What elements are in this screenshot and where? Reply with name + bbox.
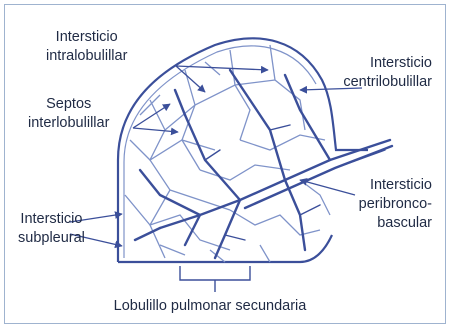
label-line: centrilobulillar	[343, 73, 432, 92]
bronchovascular-bundles	[135, 70, 392, 258]
lobule-ticks	[180, 266, 250, 272]
lobule-bracket	[180, 272, 250, 292]
pointer-lines	[70, 66, 362, 246]
label-line: bascular	[359, 214, 432, 233]
label-line: Intersticio	[359, 176, 432, 195]
label-septos-interlobulillar: Septos interlobulillar	[28, 95, 109, 133]
label-line: subpleural	[18, 229, 85, 248]
label-intersticio-subpleural: Intersticio subpleural	[18, 210, 85, 248]
label-lobulillo-pulmonar: Lobulillo pulmonar secundaria	[90, 297, 330, 316]
label-line: Intersticio	[18, 210, 85, 229]
label-line: peribronco-	[359, 195, 432, 214]
label-line: Septos	[28, 95, 109, 114]
label-intersticio-intralobulillar: Intersticio intralobulillar	[46, 28, 127, 66]
label-line: intralobulillar	[46, 47, 127, 66]
label-intersticio-centrilobulillar: Intersticio centrilobulillar	[343, 54, 432, 92]
label-intersticio-peribroncovascular: Intersticio peribronco- bascular	[359, 176, 432, 233]
label-line: Intersticio	[343, 54, 432, 73]
label-line: Lobulillo pulmonar secundaria	[90, 297, 330, 316]
label-line: interlobulillar	[28, 114, 109, 133]
label-line: Intersticio	[46, 28, 127, 47]
